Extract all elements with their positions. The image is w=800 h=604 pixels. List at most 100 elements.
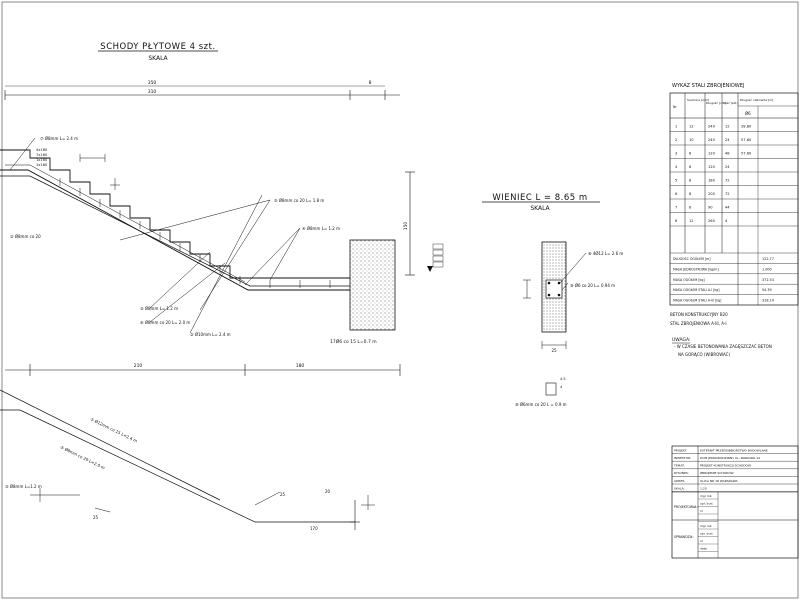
- title-block-value: DOM JEDNORODZINNY UL. PARKOWA 12: [700, 456, 760, 460]
- table-cell: 260: [708, 219, 716, 223]
- bottom-dim-c: 20: [325, 489, 331, 494]
- title-block-row: PROJEKT:EXTERNIT PRZEDSIĘBIORSTWO BUDOWL…: [672, 448, 798, 454]
- table-cell: 24: [725, 138, 730, 142]
- sum-value: 122.77: [762, 257, 774, 261]
- table-cell: 12: [725, 125, 730, 129]
- table-title: WYKAZ STALI ZBROJENIOWEJ: [672, 83, 744, 89]
- bottom-label-1: ① Ø12mm co 15 L=2.4 m: [90, 416, 139, 443]
- sum-label: MASA OGÓŁEM STALI A-III [kg]: [673, 298, 721, 303]
- table-cell: 120: [708, 165, 716, 169]
- bar-label-4: ④ Ø8mm L= 1.2 m: [302, 226, 340, 231]
- table-cell: 48: [725, 152, 730, 156]
- title-block-value: 1:20: [700, 486, 707, 490]
- svg-text:150: 150: [403, 222, 409, 231]
- table-cell: 240: [708, 125, 716, 129]
- table-cell: 1: [675, 125, 677, 129]
- table-cell: 8: [689, 179, 692, 183]
- top-dim-total: 350: [148, 80, 157, 86]
- title-block-row: TEMAT: PROJEKT KONSTRUKCJI SCHODÓW: [672, 463, 798, 469]
- bottom-dim-2: 180: [296, 363, 305, 369]
- title-block-label: SKALA:: [674, 486, 685, 490]
- col-count: Ilość [szt.]: [723, 101, 738, 105]
- bar-label-2: ② Ø10mm L= 2.4 m: [190, 332, 231, 337]
- stair-steps: [0, 149, 248, 279]
- bottom-dim-a: 25: [280, 492, 286, 497]
- beam-bar-a: ⑧ 4Ø12 L= 2.6 m: [588, 251, 623, 256]
- title-block-value: EXTERNIT PRZEDSIĘBIORSTWO BUDOWLANE: [700, 448, 768, 452]
- title-block-name: data: [700, 547, 707, 551]
- table-cell: 200: [708, 192, 716, 196]
- table-cell: 44: [725, 206, 730, 210]
- sum-label: MASA OGÓŁEM [kg]: [673, 277, 705, 282]
- notes: BETON KONSTRUKCYJNY B20 STAL ZBROJENIOWA…: [670, 312, 772, 357]
- note-beton: BETON KONSTRUKCYJNY B20: [670, 312, 728, 317]
- sprawdzil-label: SPRAWDZIŁ:: [674, 535, 694, 539]
- title-block-name: nr: [700, 539, 704, 543]
- bar-label-7: ⑦ Ø8mm L= 2.4 m: [40, 136, 78, 141]
- sum-row: MASA JEDNOSTKOWA [kg/m] 1.000: [670, 263, 798, 271]
- bar-label-5: ⑤ Ø8mm co 20 L= 1.8 m: [274, 198, 324, 203]
- sum-row: MASA OGÓŁEM STALI A-III [kg] 318.14: [670, 294, 798, 303]
- stack-2: 7x160: [36, 153, 48, 157]
- title-block-row: RYSUNEK:ZBROJENIE SCHODÓW: [672, 470, 798, 477]
- table-cell: 2: [675, 138, 677, 142]
- sum-label: DŁUGOŚĆ OGÓŁEM [m]: [673, 256, 710, 261]
- title-block-value: ZBROJENIE SCHODÓW: [700, 470, 734, 475]
- sum-label: MASA OGÓŁEM STALI A-I [kg]: [673, 287, 719, 292]
- projektowal-label: PROJEKTOWAŁ:: [674, 505, 698, 509]
- leader-lines: [9, 137, 301, 334]
- table-cell: 10: [689, 138, 694, 142]
- note-2: NA GORĄCO (WIBROWAĆ): [678, 352, 730, 357]
- table-cell: 240: [708, 138, 716, 142]
- title-block-value: PROJEKT KONSTRUKCJI SCHODÓW: [700, 463, 751, 468]
- col-diameter: Średnica [mm]: [687, 97, 709, 102]
- title-block-name: nr: [700, 509, 704, 513]
- title-block-label: TEMAT:: [673, 464, 685, 468]
- sum-value: 372.53: [762, 278, 774, 282]
- table-cell: 6: [689, 206, 692, 210]
- title-block-row: SKALA: 1:20: [672, 486, 798, 492]
- sum-label: MASA JEDNOSTKOWA [kg/m]: [673, 267, 719, 271]
- bar-label-3: ③ Ø8mm L= 1.2 m: [140, 306, 178, 311]
- col-total: Długość całkowita [m]: [740, 98, 773, 102]
- table-cell: 8: [689, 192, 692, 196]
- level-marker: [427, 266, 433, 272]
- beam-section: WIENIEC L = 8.65 m SKALA 25 ⑧ 4Ø12 L= 2.…: [482, 193, 623, 407]
- title-block-name: mgr inż.: [700, 524, 712, 528]
- top-dim-end: 8: [369, 80, 372, 86]
- table-cell: 72: [725, 192, 730, 196]
- note-stal: STAL ZBROJENIOWA A-III, A-I: [670, 321, 727, 326]
- title-block-value: ULICA NR 18 WARSZAWA: [700, 479, 738, 483]
- title-block-label: INWESTOR:: [674, 456, 691, 460]
- table-cell: 24: [725, 165, 730, 169]
- beam-scale: SKALA: [530, 205, 550, 212]
- note-1: - W CZASIE BETONOWANIA ZAGĘSZCZAĆ BETON: [674, 344, 772, 349]
- stirrup-bar: ⑩ Ø6mm co 20 L = 0.9 m: [515, 402, 567, 407]
- table-cell: 8: [675, 219, 678, 223]
- beam-bar-b: ⑨ Ø6 co 20 L= 0.94 m: [570, 283, 615, 288]
- supporting-wall: [349, 239, 396, 331]
- sum-row: MASA OGÓŁEM [kg] 372.53: [670, 273, 798, 282]
- stirrup-dim-b: 4: [560, 385, 563, 389]
- table-cell: 28.80: [741, 125, 752, 129]
- slope-line-1: [0, 389, 221, 501]
- beam-title: WIENIEC L = 8.65 m: [492, 193, 587, 203]
- sheet-scale: SKALA: [148, 55, 168, 62]
- title-block-rows: PROJEKT:EXTERNIT PRZEDSIĘBIORSTWO BUDOWL…: [672, 448, 798, 492]
- sum-value: 318.14: [762, 299, 774, 303]
- stair-section: SCHODY PŁYTOWE 4 szt. SKALA 350 310 8: [0, 42, 444, 345]
- sum-value: 1.000: [762, 267, 772, 271]
- stirrup-detail: [545, 382, 557, 396]
- stirrup-dim-a: 4.5: [560, 377, 566, 381]
- bar-label-left: ② Ø8mm co 20: [10, 234, 41, 239]
- sum-row: DŁUGOŚĆ OGÓŁEM [m] 122.77: [670, 252, 798, 261]
- slope-line-2: [0, 409, 355, 523]
- stirrup-ticks: [59, 178, 331, 288]
